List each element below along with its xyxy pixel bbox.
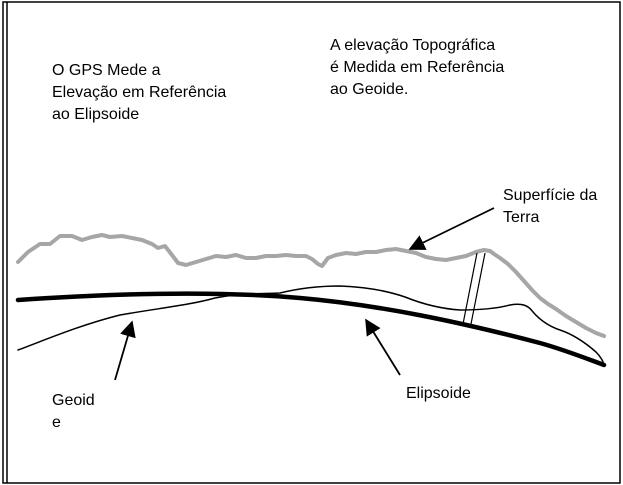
topographic-elevation-note: A elevação Topográfica é Medida em Refer… <box>330 37 505 98</box>
arrow-to-geoid <box>114 320 136 381</box>
gps-elevation-note: O GPS Mede a Elevação em Referência ao E… <box>52 62 227 123</box>
ellipsoid-label: Elipsoide <box>406 385 471 402</box>
geoid-line <box>17 285 605 367</box>
arrow-to-surface <box>408 207 495 250</box>
earth-surface-line <box>16 233 606 338</box>
ellipsoid-line <box>15 291 607 368</box>
geoid-label: Geoid e <box>52 392 95 431</box>
elevation-marker-left <box>462 252 478 325</box>
arrow-to-ellipsoid <box>365 318 401 376</box>
elevation-marker-right <box>470 252 486 325</box>
earth-surface-label: Superfície da Terra <box>503 187 598 226</box>
